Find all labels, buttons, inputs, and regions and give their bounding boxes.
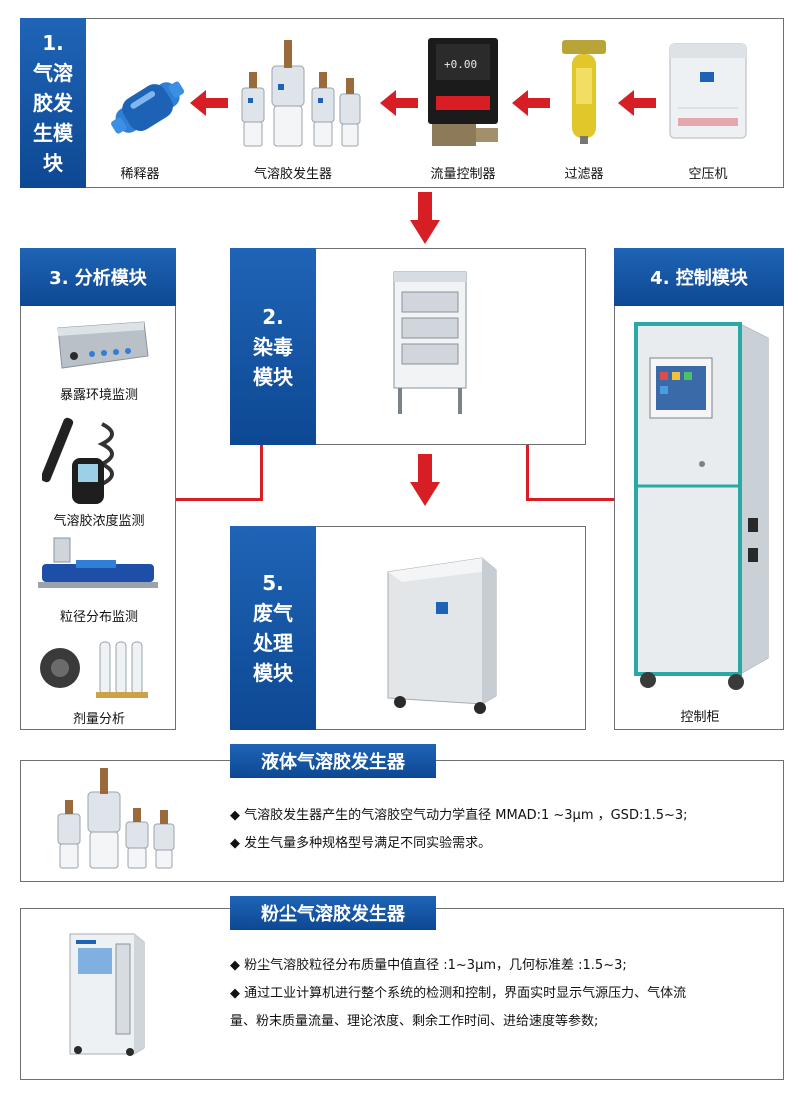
connector-line [526,498,614,501]
connector-line [260,445,263,500]
exposure-monitor-label: 暴露环境监测 [59,388,138,403]
filter-label: 过滤器 [564,167,604,182]
bullet-text: ◆ 发生气量多种规格型号满足不同实验需求。 [230,836,492,851]
arrow-left-icon [512,90,550,116]
dilutor-image [111,81,185,134]
module2-tag: 2. 染毒 模块 [230,248,316,445]
air-compressor-label: 空压机 [688,167,728,182]
dust-generator-image [69,933,145,1056]
exhaust-treatment-unit-image [387,557,497,714]
liquid-generator-bullets: ◆ 气溶胶发生器产生的气溶胶空气动力学直径 MMAD:1 ~3μm ，GSD:1… [230,802,770,858]
exposure-chamber-image [393,271,467,414]
bullet-text: ◆ 通过工业计算机进行整个系统的检测和控制，界面实时显示气源压力、气体流 [230,986,687,1001]
connector-line [526,445,529,500]
flow-controller-label: 流量控制器 [430,167,496,182]
liquid-generator-image [57,768,175,869]
module3-tag: 3. 分析模块 [20,248,176,306]
aerosol-generator-label: 气溶胶发生器 [253,167,332,182]
particle-size-monitor-image [38,537,158,588]
dust-generator-title: 粉尘气溶胶发生器 [230,896,436,930]
arrow-left-icon [380,90,418,116]
aerosol-concentration-monitor-image [42,417,114,504]
arrow-left-icon [618,90,656,116]
arrow-left-icon [190,90,228,116]
air-compressor-image [669,43,747,139]
bullet-text: ◆ 气溶胶发生器产生的气溶胶空气动力学直径 MMAD:1 ~3μm ，GSD:1… [230,808,688,823]
flow-controller-image: +0.00 [428,38,498,146]
svg-text:+0.00: +0.00 [444,58,477,71]
module4-tag: 4. 控制模块 [614,248,784,306]
dust-generator-bullets: ◆ 粉尘气溶胶粒径分布质量中值直径 :1~3μm，几何标准差 :1.5~3; ◆… [230,952,775,1036]
arrow-down-icon [410,454,440,506]
dose-analysis-image [40,641,148,698]
aerosol-generator-image [241,40,361,147]
module1-tag: 1. 气溶 胶发 生模 块 [20,18,86,188]
dilutor-label: 稀释器 [120,167,160,182]
dose-analysis-label: 剂量分析 [72,712,125,727]
arrow-down-icon [410,192,440,244]
control-cabinet-image [634,322,769,690]
control-cabinet-label: 控制柜 [680,710,720,725]
dust-generator-panel [20,908,784,1080]
bullet-text: 量、粉末质量流量、理论浓度、剩余工作时间、进给速度等参数; [230,1014,599,1029]
connector-line [176,498,263,501]
particle-size-monitor-label: 粒径分布监测 [59,610,138,625]
module5-tag: 5. 废气 处理 模块 [230,526,316,730]
aerosol-concentration-monitor-label: 气溶胶浓度监测 [53,514,145,529]
bullet-text: ◆ 粉尘气溶胶粒径分布质量中值直径 :1~3μm，几何标准差 :1.5~3; [230,958,627,973]
liquid-generator-panel [20,760,784,882]
filter-image [562,40,606,144]
exposure-monitor-image [57,321,149,369]
liquid-generator-title: 液体气溶胶发生器 [230,744,436,778]
